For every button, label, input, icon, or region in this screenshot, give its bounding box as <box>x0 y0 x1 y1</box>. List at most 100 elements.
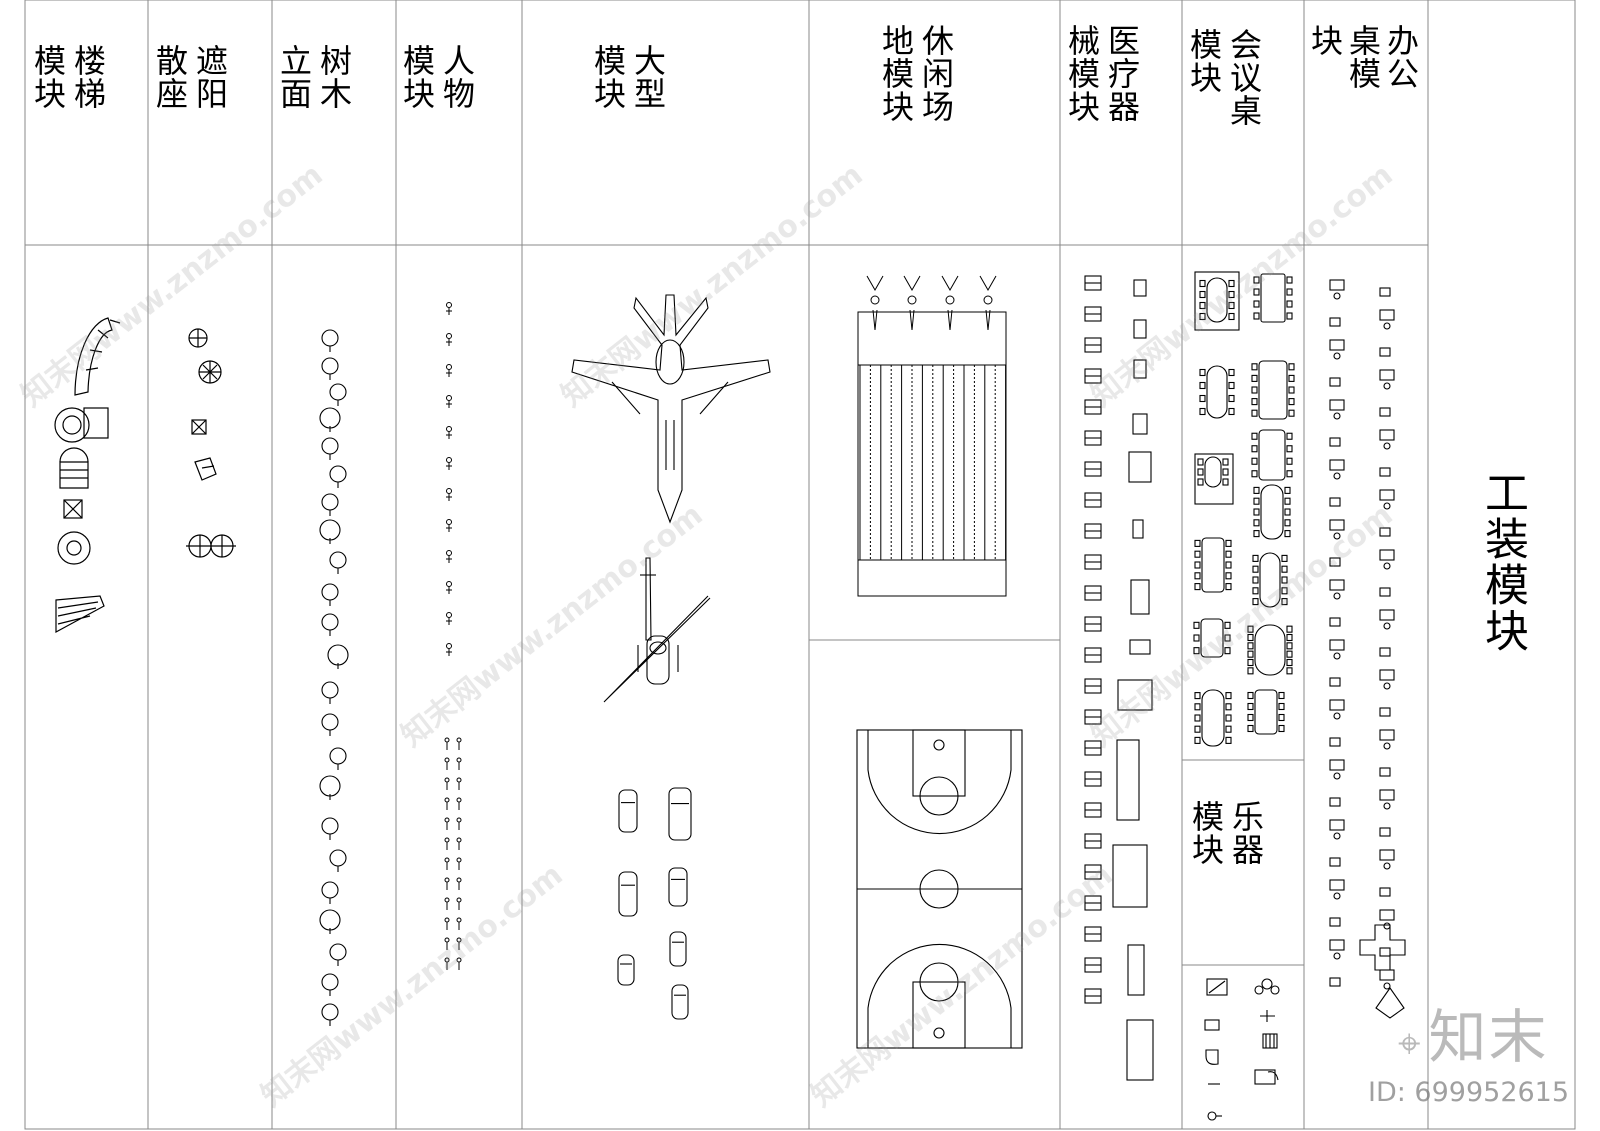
office-chair <box>1333 832 1341 840</box>
person-head <box>446 612 452 618</box>
meeting-chair <box>1222 478 1229 486</box>
meeting-chair <box>1281 598 1288 606</box>
person-head <box>444 877 450 883</box>
meeting-chair <box>1225 561 1232 569</box>
office-desk <box>1379 429 1395 441</box>
logo-text: 知末 <box>1428 1003 1549 1071</box>
meeting-table <box>1260 273 1286 323</box>
meeting-chair <box>1193 634 1200 642</box>
meeting-table <box>1206 365 1228 419</box>
office-chair <box>1333 592 1341 600</box>
meeting-chair <box>1286 457 1293 465</box>
meeting-chair <box>1228 312 1235 321</box>
person-head <box>446 302 452 308</box>
meeting-chair <box>1253 530 1260 538</box>
medical-equipment <box>1117 679 1153 711</box>
label-line: 模块 <box>1185 28 1223 94</box>
meeting-chair <box>1286 650 1293 658</box>
meeting-chair <box>1251 432 1258 440</box>
car-outline <box>618 871 638 917</box>
meeting-chair <box>1224 621 1231 629</box>
meeting-chair <box>1251 457 1258 465</box>
meeting-chair <box>1286 312 1293 320</box>
label-line: 乐器 <box>1227 800 1265 866</box>
meeting-chair <box>1252 598 1259 606</box>
office-desk-small <box>1329 737 1341 747</box>
office-desk-blocks <box>1329 279 1406 1019</box>
meeting-chair <box>1247 667 1254 675</box>
meeting-chair <box>1286 625 1293 633</box>
meeting-chair <box>1247 642 1254 650</box>
bowling-ball-return <box>985 309 991 331</box>
people-blocks <box>444 302 462 970</box>
person-head <box>456 797 462 803</box>
person-body <box>446 463 452 470</box>
tree-canopy <box>329 551 347 569</box>
meeting-chair <box>1253 300 1260 308</box>
office-desk-small <box>1329 317 1341 327</box>
office-desk-small <box>1379 827 1391 837</box>
person-head <box>444 777 450 783</box>
meeting-chair <box>1199 312 1206 321</box>
person-body <box>446 432 452 439</box>
office-cluster <box>1375 987 1405 1019</box>
meeting-chair <box>1199 381 1206 390</box>
meeting-chair <box>1225 572 1232 580</box>
bowling-seat-back <box>866 275 884 292</box>
office-desk-small <box>1379 887 1391 897</box>
bowling-seat-back <box>903 275 921 292</box>
meeting-chair <box>1253 312 1260 320</box>
label-line: 遮阳 <box>191 44 229 110</box>
meeting-chair <box>1247 650 1254 658</box>
tree-canopy <box>329 465 347 483</box>
person-head <box>456 757 462 763</box>
meeting-chair <box>1252 587 1259 595</box>
meeting-chair <box>1194 725 1201 733</box>
label-line: 械模块 <box>1063 24 1101 123</box>
meeting-chair <box>1286 642 1293 650</box>
meeting-chair <box>1288 409 1295 417</box>
meeting-chair <box>1253 288 1260 296</box>
office-desk <box>1379 669 1395 681</box>
office-desk <box>1329 819 1345 831</box>
meeting-chair <box>1228 290 1235 299</box>
meeting-chair <box>1253 497 1260 505</box>
meeting-chair <box>1247 713 1254 722</box>
meeting-chair <box>1251 470 1258 478</box>
person-head <box>444 917 450 923</box>
label-line: 散座 <box>151 44 189 110</box>
office-desk <box>1329 939 1345 951</box>
office-chair <box>1333 892 1341 900</box>
office-desk <box>1379 489 1395 501</box>
office-desk <box>1329 579 1345 591</box>
office-chair <box>1333 352 1341 360</box>
office-chair <box>1383 622 1391 630</box>
bowling-seat <box>945 295 955 305</box>
tree-elevation-blocks <box>319 329 349 1026</box>
person-head <box>456 877 462 883</box>
person-body <box>446 401 452 408</box>
person-head <box>456 817 462 823</box>
office-chair <box>1383 562 1391 570</box>
medical-equipment <box>1132 519 1144 539</box>
column-label-medical: 医疗器 械模块 <box>1062 24 1142 123</box>
office-desk-small <box>1379 467 1391 477</box>
tree-canopy <box>321 437 339 455</box>
tree-canopy <box>329 849 347 867</box>
meeting-frame <box>1194 453 1234 505</box>
stair-blocks <box>54 317 121 634</box>
person-head <box>456 777 462 783</box>
meeting-chair <box>1251 445 1258 453</box>
person-head <box>456 737 462 743</box>
office-desk <box>1329 879 1345 891</box>
person-body <box>446 308 452 315</box>
meeting-table-blocks <box>1193 271 1295 747</box>
meeting-chair <box>1194 572 1201 580</box>
meeting-chair <box>1278 702 1285 711</box>
office-desk <box>1379 909 1395 921</box>
person-head <box>444 897 450 903</box>
tree-canopy <box>321 329 339 347</box>
label-line: 楼梯 <box>69 44 107 110</box>
sheet-title: 工装模块 <box>1477 470 1528 654</box>
meeting-chair <box>1288 386 1295 394</box>
